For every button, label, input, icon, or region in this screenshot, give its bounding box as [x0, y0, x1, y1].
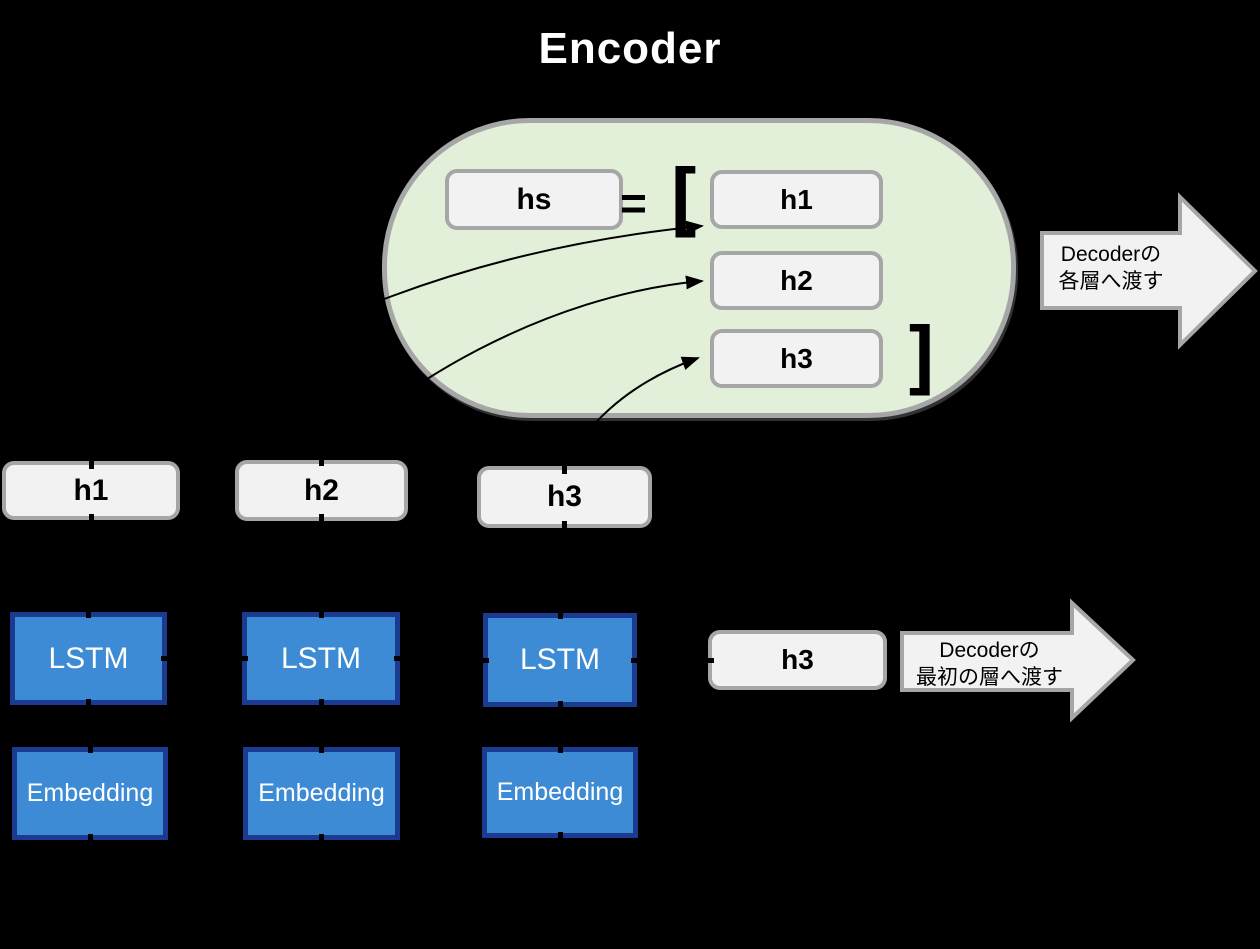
to-decoder-layers-caption: Decoderの 各層へ渡す — [1042, 241, 1180, 295]
hs-member-h2: h2 — [710, 251, 883, 310]
hidden-state-h3: h3 — [477, 466, 652, 528]
connector-stub — [479, 658, 489, 663]
connector-stub — [558, 743, 563, 753]
embedding-layer-1: Embedding — [12, 747, 168, 840]
hs-member-h2-label: h2 — [780, 264, 813, 296]
lstm-cell-1: LSTM — [10, 612, 167, 705]
hs-member-h1-label: h1 — [780, 183, 813, 215]
connector-stub — [238, 656, 248, 661]
hs-label: hs — [516, 182, 552, 216]
hs-member-h1: h1 — [710, 170, 883, 229]
connector-stub — [558, 832, 563, 842]
connector-stub — [319, 834, 324, 844]
connector-stub — [319, 743, 324, 753]
caption-line2: 最初の層へ渡す — [916, 666, 1063, 689]
connector-stub — [394, 656, 404, 661]
connector-stub — [704, 658, 714, 663]
hs-member-h3: h3 — [710, 329, 883, 388]
embedding-layer-2: Embedding — [243, 747, 400, 840]
open-bracket: [ — [659, 153, 708, 246]
handoff-h3-box: h3 — [708, 630, 887, 690]
to-decoder-first-layer-caption: Decoderの 最初の層へ渡す — [897, 637, 1082, 691]
connector-stub — [562, 464, 567, 474]
connector-stub — [161, 656, 171, 661]
caption-line1: Decoderの — [1060, 243, 1162, 266]
hidden-state-h1-label: h1 — [73, 473, 109, 507]
connector-stub — [562, 521, 567, 531]
connector-stub — [319, 699, 324, 709]
connector-stub — [319, 456, 324, 466]
connector-stub — [89, 514, 94, 524]
hidden-state-h1: h1 — [2, 461, 180, 520]
connector-stub — [88, 743, 93, 753]
hs-member-h3-label: h3 — [780, 342, 813, 374]
lstm-cell-3: LSTM — [483, 613, 637, 707]
connector-stub — [88, 834, 93, 844]
connector-stub — [86, 699, 91, 709]
lstm-cell-2: LSTM — [242, 612, 400, 705]
equals-sign: = — [620, 177, 647, 229]
embedding-layer-3: Embedding — [482, 747, 638, 838]
lstm-3-label: LSTM — [519, 643, 600, 676]
connector-stub — [86, 608, 91, 618]
caption-line2: 各層へ渡す — [1058, 270, 1164, 293]
connector-stub — [319, 514, 324, 524]
close-bracket: ] — [898, 311, 947, 404]
lstm-2-label: LSTM — [280, 641, 361, 675]
diagram-title: Encoder — [538, 24, 722, 73]
hidden-state-h2: h2 — [235, 460, 408, 521]
connector-stub — [558, 701, 563, 711]
hidden-state-h2-label: h2 — [303, 473, 339, 507]
connector-stub — [631, 658, 641, 663]
lstm-1-label: LSTM — [48, 641, 129, 675]
hs-box: hs — [445, 169, 623, 230]
connector-stub — [558, 609, 563, 619]
embedding-2-label: Embedding — [258, 779, 385, 807]
hidden-state-h3-label: h3 — [546, 480, 582, 513]
connector-stub — [89, 459, 94, 469]
embedding-3-label: Embedding — [496, 778, 624, 806]
connector-stub — [319, 608, 324, 618]
handoff-h3-label: h3 — [781, 644, 814, 675]
embedding-1-label: Embedding — [26, 779, 154, 807]
caption-line1: Decoderの — [939, 639, 1040, 662]
